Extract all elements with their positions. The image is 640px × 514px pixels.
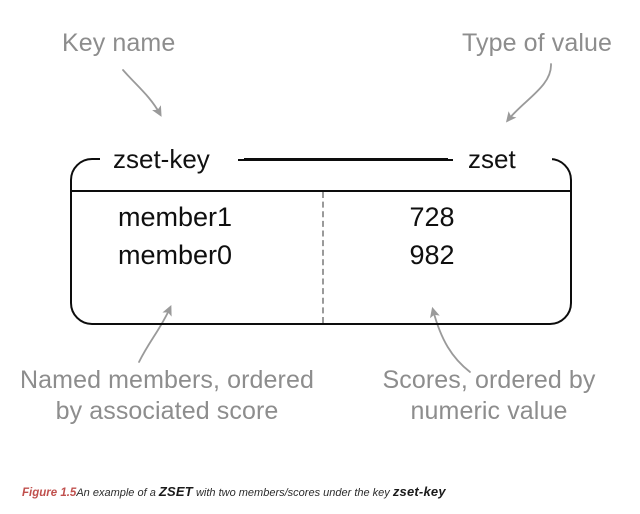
- figure-number: Figure 1.5: [22, 487, 77, 499]
- table-row: member0 982: [70, 236, 572, 274]
- zset-key-label: zset-key: [113, 144, 210, 174]
- caption-emphasis-key: zset-key: [392, 484, 446, 499]
- member-score: 728: [409, 202, 455, 232]
- column-dashed-separator: [322, 192, 324, 323]
- arrow-key-name: [122, 69, 162, 117]
- zset-rows: member1 728 member0 982: [70, 198, 572, 318]
- legend-gap-right: [448, 150, 552, 168]
- caption-emphasis-zset: ZSET: [158, 484, 193, 499]
- legend-gap-left: [100, 150, 244, 168]
- member-name: member1: [118, 202, 233, 232]
- member-name: member0: [118, 240, 233, 270]
- callout-type-of-value: Type of value: [462, 29, 613, 57]
- zset-type-label: zset: [468, 144, 516, 174]
- member-score: 982: [409, 240, 455, 270]
- header-divider-line: [70, 190, 572, 192]
- figure-caption: Figure 1.5An example of a ZSET with two …: [22, 484, 446, 501]
- callout-scores: Scores, ordered by numeric value: [382, 366, 596, 425]
- legend-connector-line: [238, 159, 453, 161]
- callout-named-members: Named members, ordered by associated sco…: [20, 366, 314, 425]
- caption-part-1: An example of a: [76, 487, 159, 499]
- table-row: member1 728: [70, 198, 572, 236]
- caption-part-2: with two members/scores under the key: [192, 487, 393, 499]
- callout-key-name: Key name: [62, 29, 176, 57]
- arrow-type-of-value: [505, 63, 552, 123]
